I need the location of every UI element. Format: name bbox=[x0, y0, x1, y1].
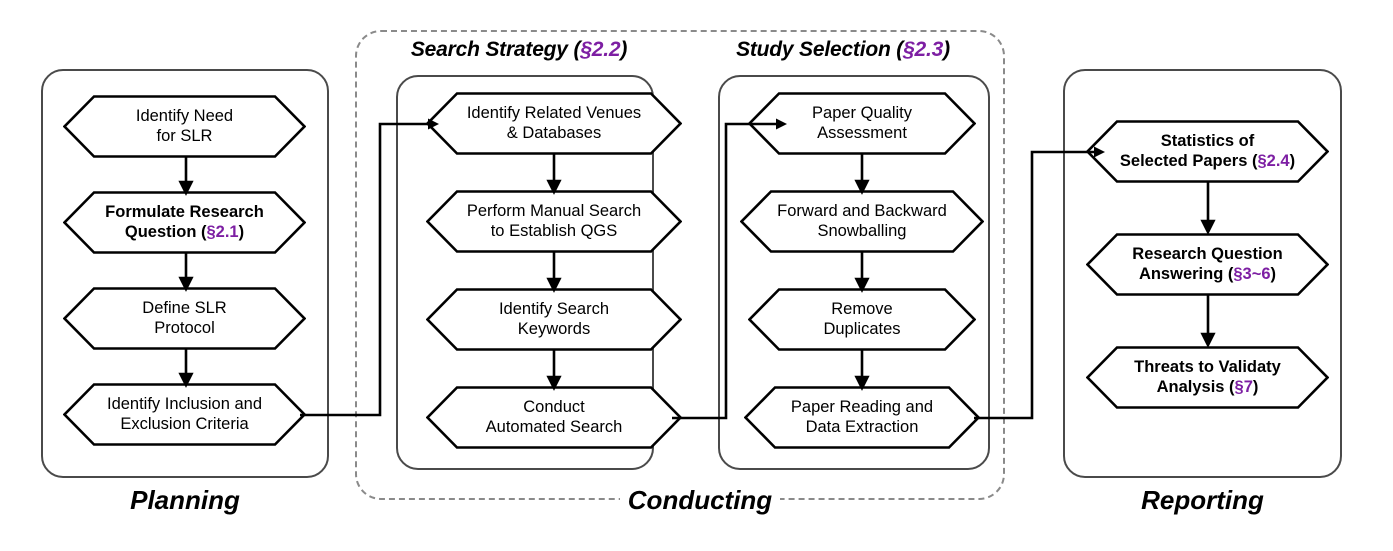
phase-label-planning: Planning bbox=[130, 485, 240, 515]
node-research-question-answering[interactable]: Research Question Answering (§3~6) bbox=[1086, 233, 1329, 296]
section-ref: §2.1 bbox=[206, 222, 239, 241]
phase-label-conducting: Conducting bbox=[627, 485, 773, 515]
node-label: Identify Search Keywords bbox=[498, 300, 610, 338]
node-label: Paper Quality Assessment bbox=[812, 104, 912, 142]
node-identify-inclusion-exclusion-criteria[interactable]: Identify Inclusion and Exclusion Criteri… bbox=[63, 383, 306, 446]
node-threats-to-validity-analysis[interactable]: Threats to Validaty Analysis (§7) bbox=[1086, 346, 1329, 409]
node-label: Statistics of Selected Papers (§2.4) bbox=[1119, 132, 1296, 170]
section-ref: §7 bbox=[1234, 377, 1253, 396]
node-label: Identify Related Venues & Databases bbox=[466, 104, 642, 142]
node-label: Conduct Automated Search bbox=[485, 398, 623, 436]
section-ref: §2.3 bbox=[903, 38, 944, 61]
phase-label-reporting: Reporting bbox=[1141, 485, 1264, 515]
section-ref: §3~6 bbox=[1233, 264, 1271, 283]
conducting-label-mask bbox=[620, 488, 780, 512]
node-label: Perform Manual Search to Establish QGS bbox=[466, 202, 642, 240]
node-label: Formulate Research Question (§2.1) bbox=[105, 203, 264, 241]
group-title-study-selection: Study Selection (§2.3) bbox=[736, 38, 950, 61]
node-label: Research Question Answering (§3~6) bbox=[1132, 245, 1283, 283]
node-define-slr-protocol[interactable]: Define SLR Protocol bbox=[63, 287, 306, 350]
node-forward-backward-snowballing[interactable]: Forward and Backward Snowballing bbox=[740, 190, 984, 253]
node-paper-quality-assessment[interactable]: Paper Quality Assessment bbox=[748, 92, 976, 155]
node-label: Identify Inclusion and Exclusion Criteri… bbox=[106, 395, 263, 433]
node-paper-reading-data-extraction[interactable]: Paper Reading and Data Extraction bbox=[744, 386, 980, 449]
section-ref: §2.4 bbox=[1257, 151, 1290, 170]
node-label: Paper Reading and Data Extraction bbox=[790, 398, 934, 436]
group-title-search-strategy: Search Strategy (§2.2) bbox=[410, 38, 628, 61]
node-perform-manual-search-qgs[interactable]: Perform Manual Search to Establish QGS bbox=[426, 190, 682, 253]
node-identify-related-venues-databases[interactable]: Identify Related Venues & Databases bbox=[426, 92, 682, 155]
node-formulate-research-question[interactable]: Formulate Research Question (§2.1) bbox=[63, 191, 306, 254]
node-label: Forward and Backward Snowballing bbox=[777, 202, 947, 240]
node-label: Remove Duplicates bbox=[823, 300, 901, 338]
node-conduct-automated-search[interactable]: Conduct Automated Search bbox=[426, 386, 682, 449]
node-statistics-of-selected-papers[interactable]: Statistics of Selected Papers (§2.4) bbox=[1086, 120, 1329, 183]
node-label: Identify Need for SLR bbox=[135, 107, 234, 145]
section-ref: §2.2 bbox=[580, 38, 621, 61]
node-identify-search-keywords[interactable]: Identify Search Keywords bbox=[426, 288, 682, 351]
node-identify-need-for-slr[interactable]: Identify Need for SLR bbox=[63, 95, 306, 158]
node-label: Define SLR Protocol bbox=[142, 299, 227, 337]
node-remove-duplicates[interactable]: Remove Duplicates bbox=[748, 288, 976, 351]
node-label: Threats to Validaty Analysis (§7) bbox=[1134, 358, 1281, 396]
